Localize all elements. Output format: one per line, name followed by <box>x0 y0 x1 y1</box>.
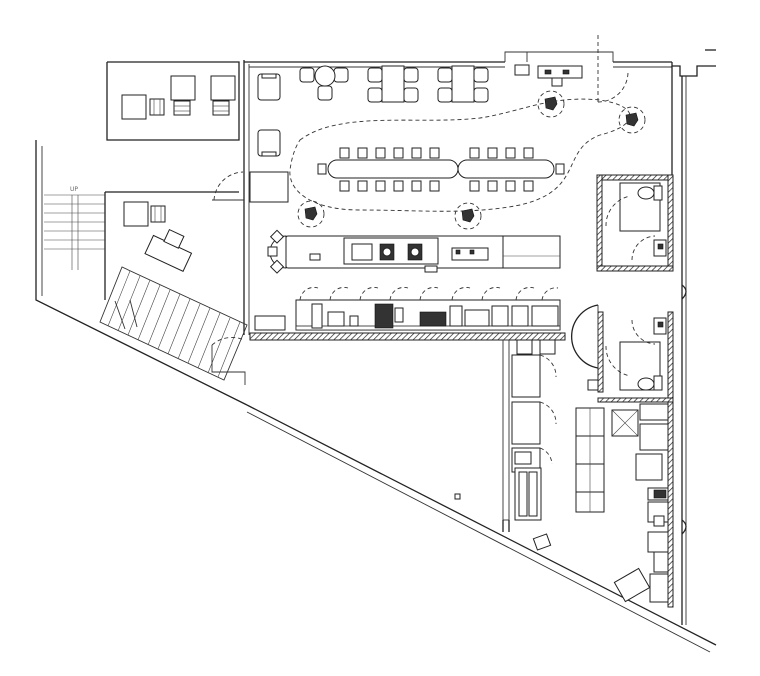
outer-walls <box>35 49 717 653</box>
sink-icon <box>653 317 667 335</box>
cart <box>532 533 552 551</box>
round-table <box>299 65 349 101</box>
door-swing-icon <box>571 304 599 369</box>
desk-4 <box>123 201 149 227</box>
back-of-house <box>454 339 669 603</box>
stair-room: UP <box>44 186 248 385</box>
service-counter <box>267 229 561 274</box>
chair-icon <box>212 100 230 116</box>
chair-icon <box>150 205 166 223</box>
person-icon <box>537 90 565 118</box>
office-upper-left <box>106 61 240 141</box>
stair-up-label: UP <box>70 186 78 193</box>
chair-icon <box>149 98 165 116</box>
desk-angled-2 <box>613 567 651 603</box>
person-icon <box>297 200 325 228</box>
communal-table <box>317 147 565 192</box>
four-top-table-1 <box>367 65 419 103</box>
person-icon <box>618 106 646 134</box>
toilet-icon <box>637 185 663 201</box>
kitchen-line <box>254 286 561 331</box>
person-icon <box>454 202 482 230</box>
desk-1 <box>121 94 147 120</box>
lounge-chair-2 <box>257 129 281 157</box>
interior-walls <box>249 174 674 608</box>
stair-icon: UP <box>44 186 105 270</box>
ramp-hatched <box>99 266 248 381</box>
restroom-lower <box>587 317 667 391</box>
host-stand-area <box>504 35 629 103</box>
lounge-chair-1 <box>257 73 281 101</box>
dining-hall <box>212 65 646 230</box>
desk-3 <box>210 75 236 101</box>
chair-icon <box>173 100 191 116</box>
four-top-table-2 <box>437 65 489 103</box>
restroom-upper <box>605 182 667 261</box>
robot-route <box>289 98 631 212</box>
toilet-icon <box>637 375 663 391</box>
desk-2 <box>170 75 196 101</box>
desk-angled <box>144 228 193 272</box>
sink-icon <box>653 239 667 257</box>
